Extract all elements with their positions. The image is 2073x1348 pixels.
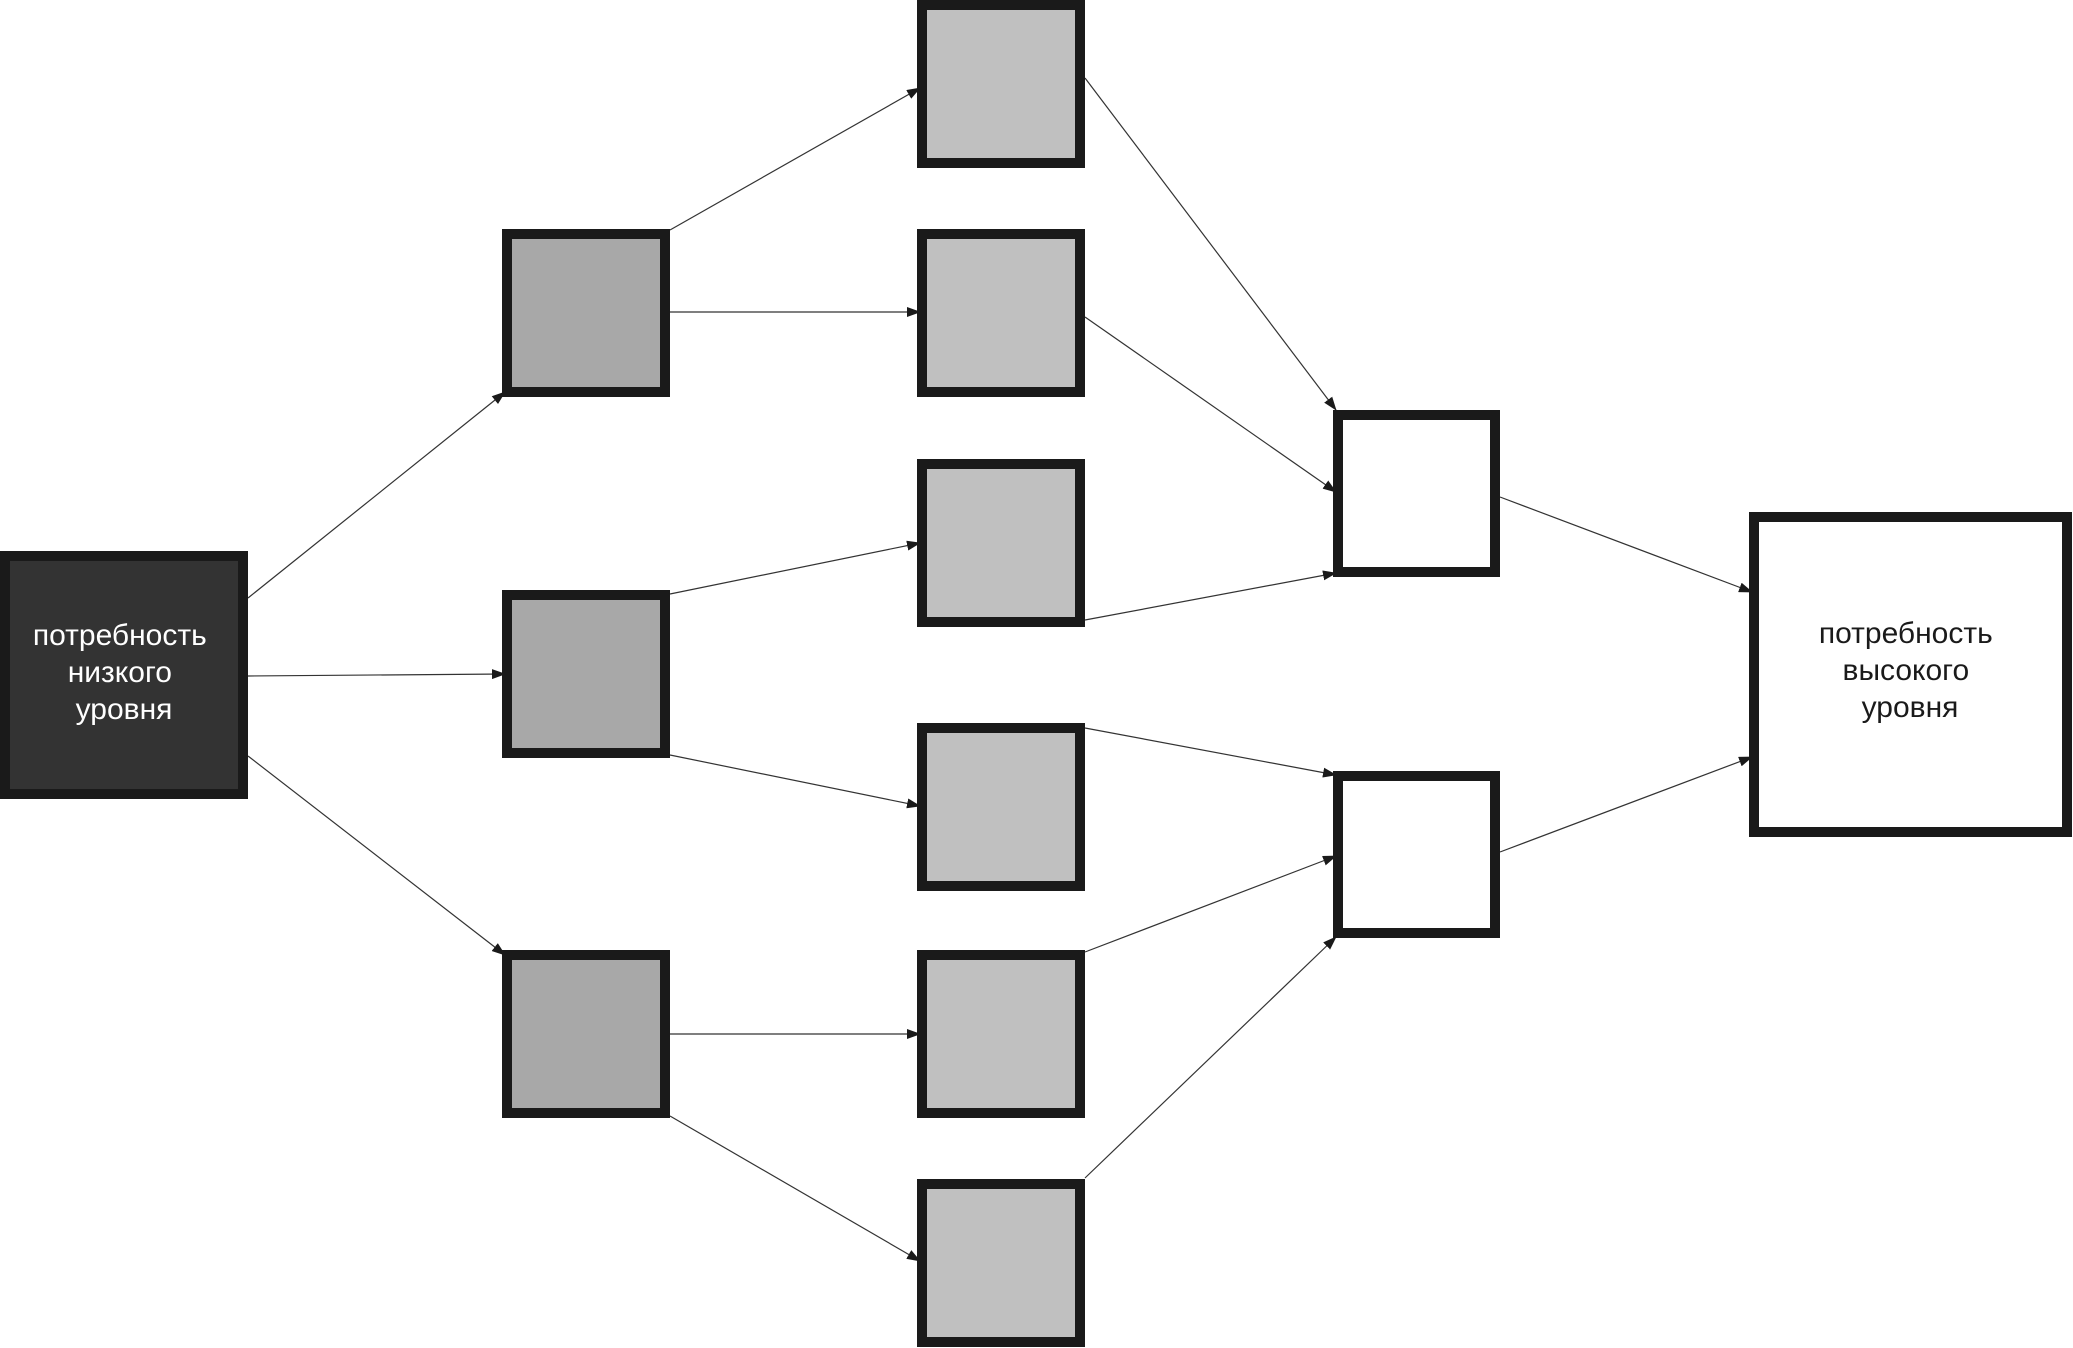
edge-l1c-to-l2f [669, 1115, 921, 1262]
edge-root-to-l1-top [247, 391, 506, 599]
edges-group [247, 77, 1753, 1262]
edge-l2c-to-l3a [1084, 570, 1337, 621]
level2-node-5 [917, 950, 1085, 1118]
high-level-need-line2: высокого [1843, 654, 1970, 687]
edge-l1b-to-l2d [669, 754, 921, 809]
level3-node-lower [1333, 771, 1500, 938]
high-level-need-line1: потребность [1819, 617, 1993, 650]
edge-l2b-to-l3a [1084, 316, 1337, 493]
edge-l1a-to-l2a [669, 87, 921, 231]
level3-nodes [1333, 410, 1500, 938]
high-level-need-line3: уровня [1862, 691, 1959, 724]
low-level-need-node: потребность низкого уровня [0, 551, 248, 799]
low-level-need-line3: уровня [76, 693, 173, 726]
svg-text:потребность высокого: потребность высокого уровня [1819, 617, 2001, 724]
level1-node-middle [502, 590, 670, 758]
edge-l3b-to-high [1499, 756, 1753, 853]
edge-root-to-l1-middle [247, 669, 506, 680]
level2-node-4 [917, 723, 1085, 891]
level1-node-top [502, 229, 670, 397]
level1-node-bottom [502, 950, 670, 1118]
level2-nodes [917, 0, 1085, 1347]
low-level-need-line1: потребность [33, 619, 207, 652]
high-level-need-node: потребность высокого уровня [1749, 512, 2072, 837]
level2-node-3 [917, 459, 1085, 627]
svg-text:потребность низкого: потребность низкого уровня [33, 619, 215, 726]
level2-node-2 [917, 229, 1085, 397]
edge-l2d-to-l3b [1084, 727, 1337, 778]
low-level-need-line2: низкого [68, 656, 172, 689]
level3-node-upper [1333, 410, 1500, 577]
edge-l3a-to-high [1499, 496, 1753, 593]
level2-node-1 [917, 0, 1085, 168]
edge-l2e-to-l3b [1084, 855, 1337, 953]
edge-l1b-to-l2c [669, 540, 921, 595]
level1-nodes [502, 229, 670, 1118]
edge-l2f-to-l3b [1084, 936, 1337, 1179]
level2-node-6 [917, 1179, 1085, 1347]
edge-l2a-to-l3a [1084, 77, 1337, 411]
edge-root-to-l1-bottom [247, 755, 506, 956]
